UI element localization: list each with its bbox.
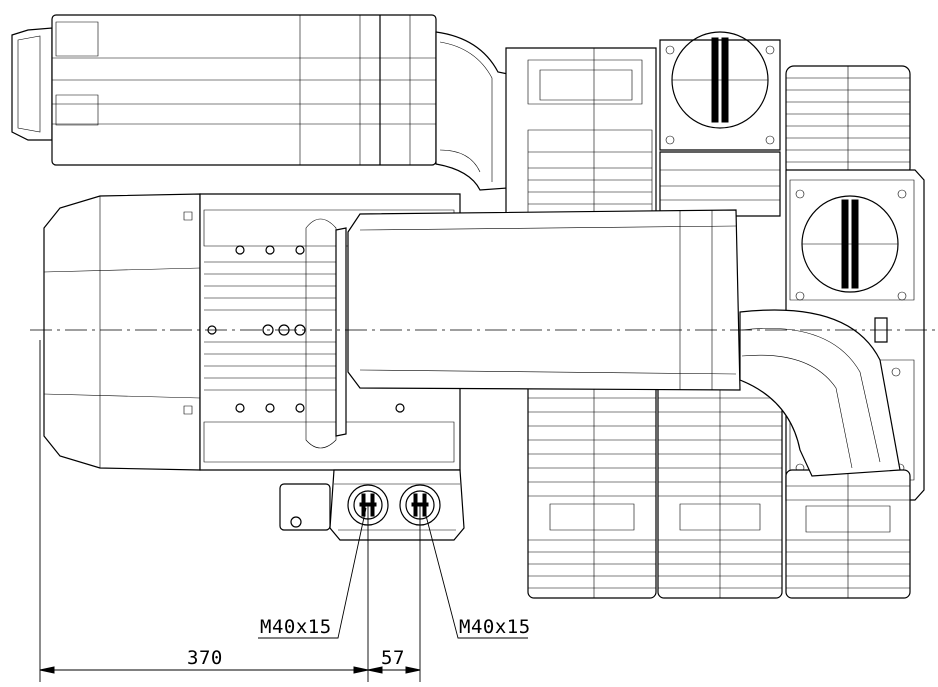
dimension-label-370: 370: [187, 647, 223, 669]
dimension-label-57: 57: [381, 647, 405, 669]
dimension-lines: [40, 340, 528, 682]
upper-pump-housing: [506, 32, 910, 216]
lower-fin-block-2: [658, 380, 782, 598]
lower-fin-block-3: [786, 470, 910, 598]
callout-label-right: M40x15: [459, 616, 531, 638]
top-motor: [12, 15, 508, 190]
lower-fin-block-1: [528, 380, 656, 598]
callout-label-left: M40x15: [260, 616, 332, 638]
terminal-box: [280, 470, 464, 540]
central-duct: [348, 210, 900, 476]
